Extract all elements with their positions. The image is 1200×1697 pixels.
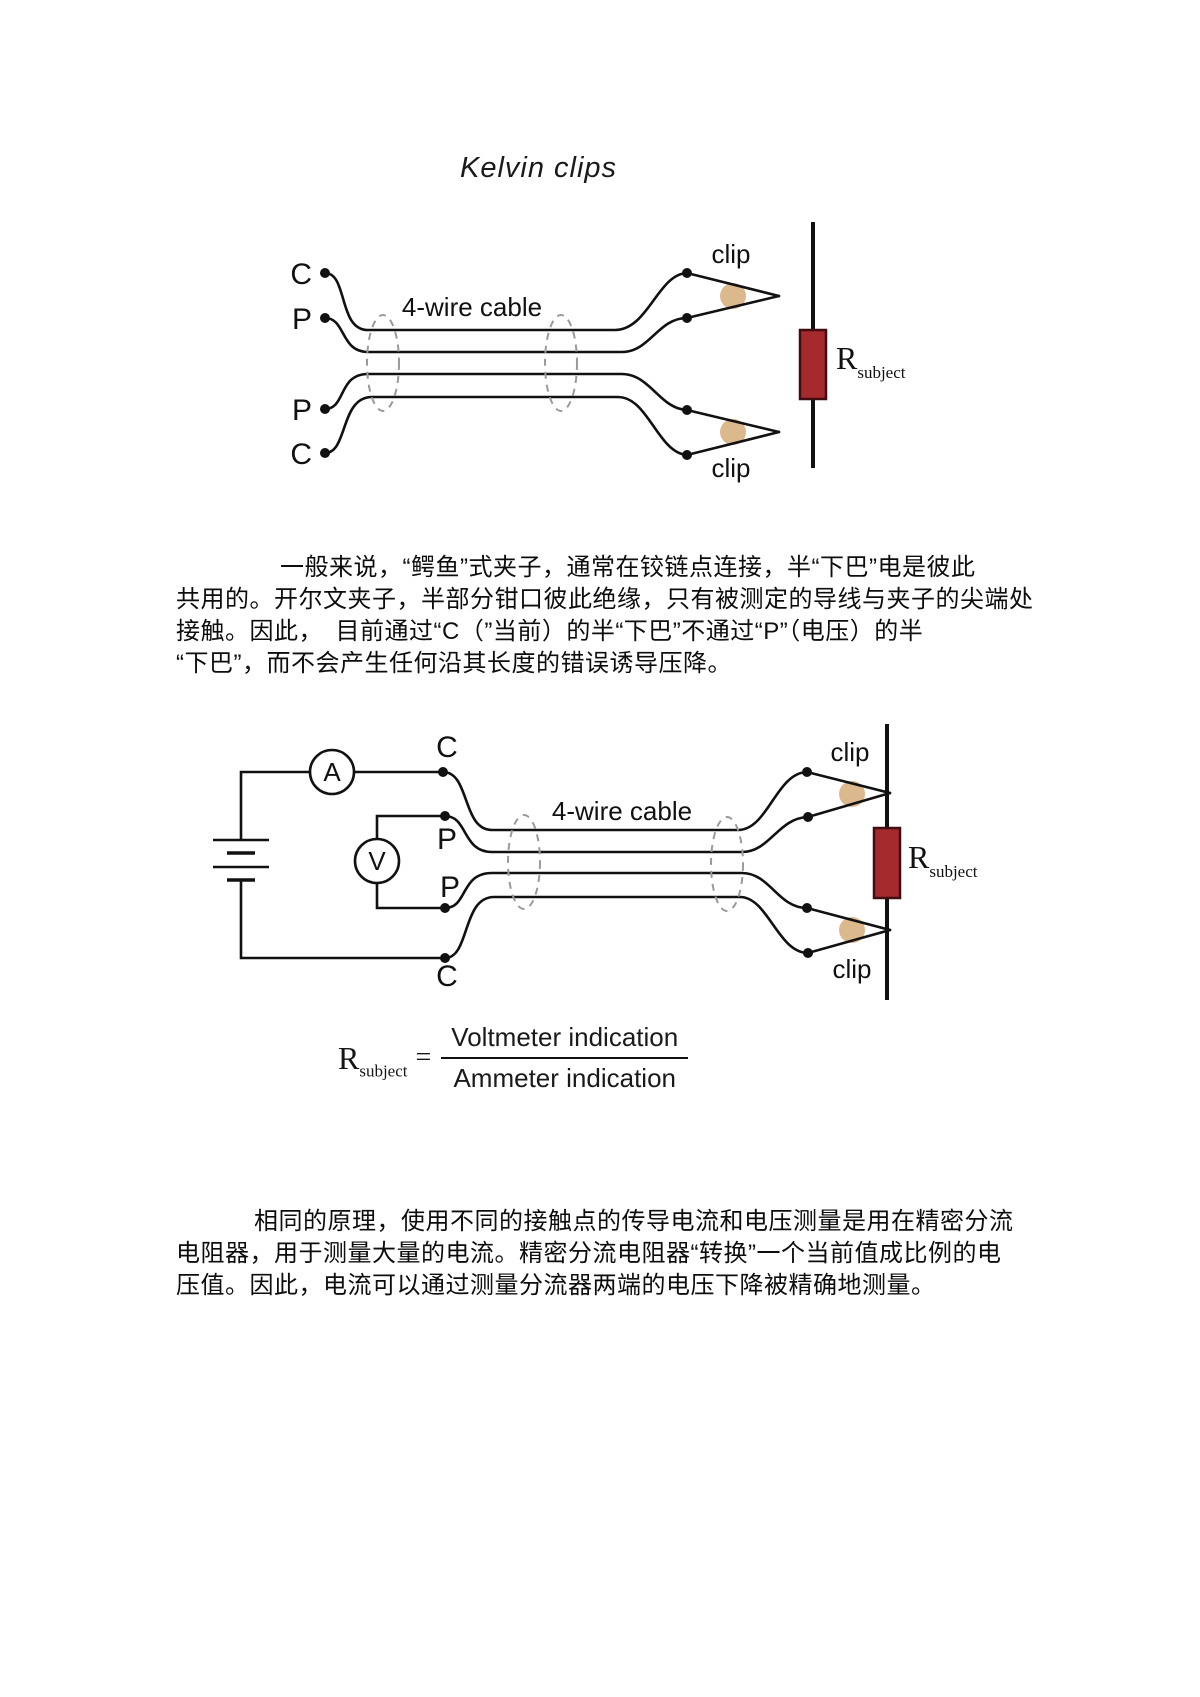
paragraph-1-line: 共用的。开尔文夹子，半部分钳口彼此绝缘，只有被测定的导线与夹子的尖端处	[176, 586, 1034, 613]
clip-jaw-dot	[682, 405, 692, 415]
resistor-subscript: subject	[857, 363, 905, 382]
terminal-dot	[440, 811, 450, 821]
cable-label: 4-wire cable	[402, 292, 542, 322]
clip-jaw-dot	[682, 268, 692, 278]
terminal-dot	[440, 953, 450, 963]
clip-jaw-dot	[803, 812, 813, 822]
wire-p-bottom	[443, 871, 892, 932]
voltmeter-icon: V	[353, 837, 401, 885]
terminal-dot	[320, 268, 330, 278]
terminal-label-p-bottom: P	[292, 394, 312, 427]
resistor-icon	[872, 826, 902, 900]
ammeter-icon: A	[308, 748, 356, 796]
terminal-label-c-top: C	[436, 731, 458, 764]
resistor-subscript: subject	[929, 862, 977, 881]
paragraph-1-line: 一般来说，“鳄鱼”式夹子，通常在铰链点连接，半“下巴”电是彼此	[280, 554, 976, 581]
ammeter-circle	[308, 748, 356, 796]
terminal-dot	[440, 903, 450, 913]
clip-screw-bottom-icon	[839, 917, 865, 943]
paragraph-2: 相同的原理，使用不同的接触点的传导电流和电压测量是用在精密分流 电阻器，用于测量…	[176, 1206, 1076, 1302]
clip-bottom-label: clip	[711, 453, 750, 483]
clip-jaw-dot	[682, 450, 692, 460]
resistance-formula: Rsubject = Voltmeter indication Ammeter …	[338, 1022, 689, 1094]
formula-r-subscript: subject	[359, 1060, 408, 1080]
paragraph-2-line: 电阻器，用于测量大量的电流。精密分流电阻器“转换”一个当前值成比例的电	[176, 1240, 1002, 1267]
terminal-dot	[320, 448, 330, 458]
clip-jaw-dot	[802, 903, 812, 913]
paragraph-2-line: 压值。因此，电流可以通过测量分流器两端的电压下降被精确地测量。	[176, 1272, 936, 1299]
terminal-label-c-bottom: C	[436, 960, 458, 993]
battery-icon	[213, 838, 269, 882]
wire-p-top	[323, 294, 781, 354]
measurement-circuit-diagram: A V C	[213, 724, 978, 1000]
formula-r-symbol: Rsubject	[338, 1039, 408, 1080]
cable-shield-ellipses	[366, 314, 578, 412]
voltmeter-circle	[353, 837, 401, 885]
formula-numerator: Voltmeter indication	[441, 1022, 689, 1059]
terminal-label-p-top: P	[292, 303, 312, 336]
formula-denominator: Ammeter indication	[453, 1063, 677, 1093]
formula-r: R	[338, 1039, 360, 1076]
paragraph-2-line: 相同的原理，使用不同的接触点的传导电流和电压测量是用在精密分流	[254, 1208, 1014, 1235]
battery-return-wire	[239, 879, 447, 960]
clip-jaw-dot	[802, 767, 812, 777]
connection-dots	[320, 268, 692, 460]
four-wire-cable-wires	[323, 271, 781, 457]
wire-p-bottom	[323, 372, 781, 434]
meter-wiring	[239, 770, 447, 960]
clip-jaw-dot	[803, 948, 813, 958]
wire-c-bottom	[323, 395, 781, 457]
voltmeter-bottom-wire	[375, 881, 447, 910]
terminal-dot	[320, 404, 330, 414]
clip-top-label: clip	[711, 239, 750, 269]
connection-dots	[438, 767, 813, 963]
cable-shield-left-icon	[507, 814, 541, 910]
resistor-label: Rsubject	[836, 340, 906, 382]
wire-c-bottom	[443, 895, 892, 960]
voltmeter-top-wire	[375, 814, 447, 841]
formula-equals: =	[415, 1042, 432, 1073]
cable-shield-right-icon	[544, 314, 578, 412]
terminal-label-p-top: P	[437, 823, 457, 856]
clip-jaw-dot	[682, 313, 692, 323]
resistor-symbol: R	[836, 340, 858, 376]
clip-screw-bottom-icon	[720, 419, 746, 445]
clip-screw-top-icon	[720, 283, 746, 309]
terminal-dot	[320, 313, 330, 323]
paragraph-1-line: “下巴”，而不会产生任何沿其长度的错误诱导压降。	[176, 650, 732, 677]
wire-c-top	[323, 271, 781, 332]
terminal-label-c-bottom: C	[290, 438, 312, 471]
terminal-label-c-top: C	[290, 258, 312, 291]
paragraph-1-line: 接触。因此， 目前通过“C（”当前）的半“下巴”不通过“P”（电压）的半	[176, 618, 924, 645]
cable-label: 4-wire cable	[552, 796, 692, 826]
voltmeter-label: V	[368, 846, 386, 876]
cable-shield-right-icon	[710, 816, 744, 912]
kelvin-clips-diagram: C P P C 4-wire cable clip clip Rsubject	[290, 222, 906, 483]
terminal-dot	[438, 767, 448, 777]
terminal-label-p-bottom: P	[440, 871, 460, 904]
ammeter-label: A	[323, 757, 341, 787]
resistor-label: Rsubject	[908, 839, 978, 881]
clip-screw-icons	[720, 283, 746, 445]
page-title: Kelvin clips	[460, 152, 618, 184]
resistor-icon	[798, 328, 828, 401]
battery-to-ammeter-wire	[239, 770, 312, 841]
clip-bottom-label: clip	[832, 954, 871, 984]
paragraph-1: 一般来说，“鳄鱼”式夹子，通常在铰链点连接，半“下巴”电是彼此 共用的。开尔文夹…	[176, 552, 1076, 680]
cable-shield-left-icon	[366, 314, 400, 412]
clip-screw-top-icon	[839, 781, 865, 807]
clip-top-label: clip	[830, 737, 869, 767]
formula-fraction: Voltmeter indication Ammeter indication	[441, 1022, 689, 1094]
resistor-symbol: R	[908, 839, 930, 875]
